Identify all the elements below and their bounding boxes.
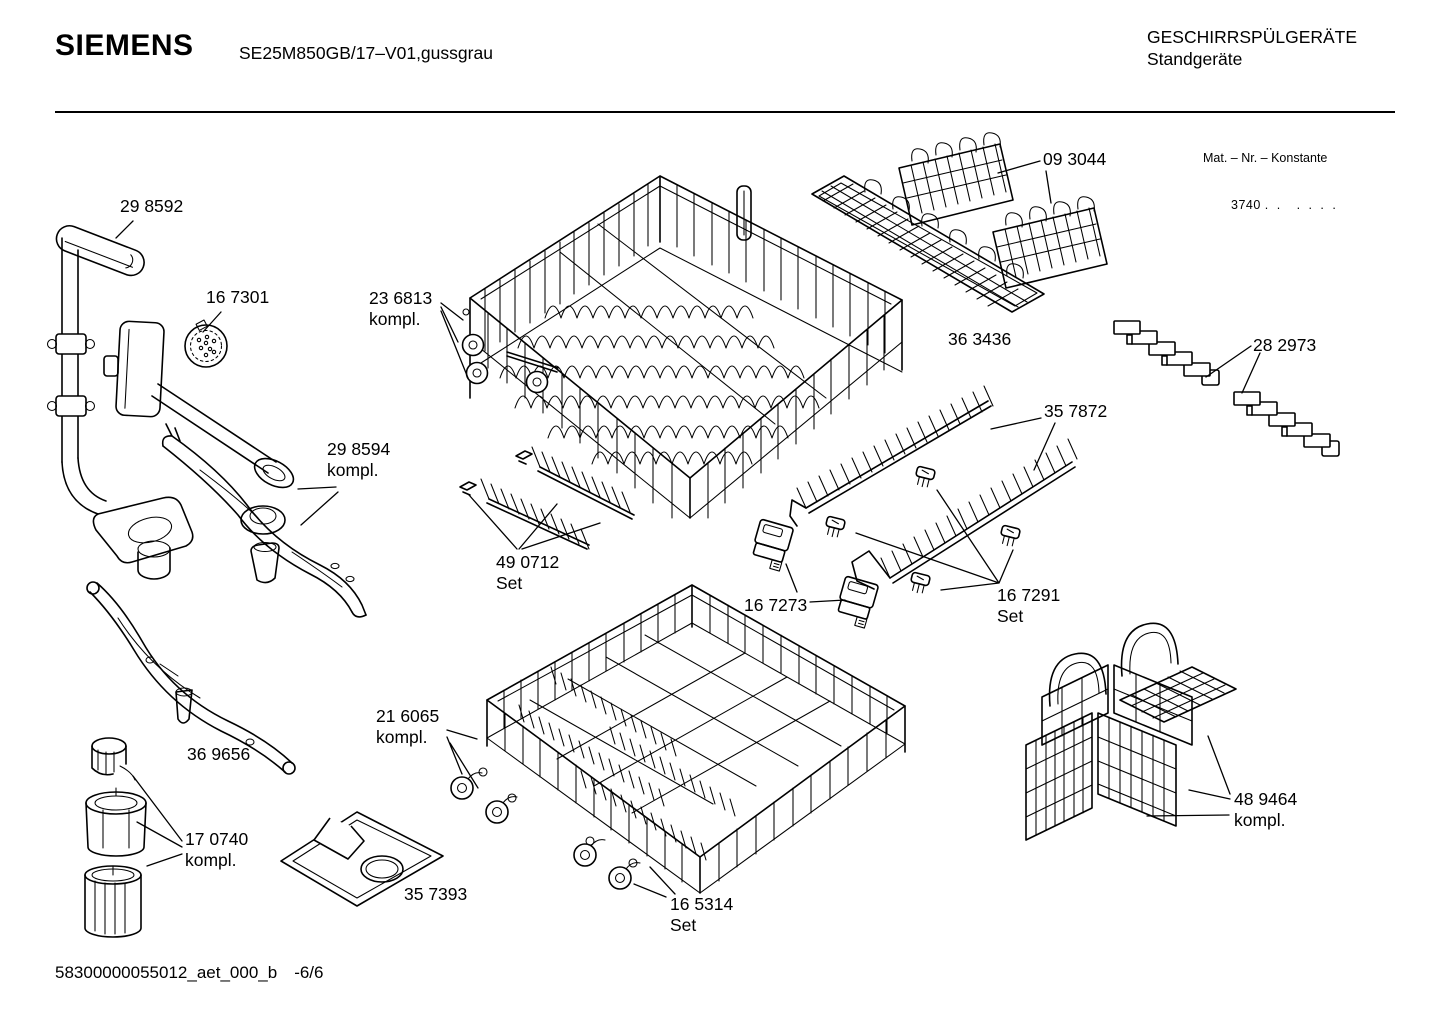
part-number: 29 8592 [120,196,184,216]
part-number: 36 3436 [948,329,1012,349]
coarse-filter-drawing [184,319,228,368]
stair-strips-drawing [1113,320,1340,457]
part-number: 29 8594 [327,439,391,459]
filter-plate-drawing [280,811,444,907]
mat-nr-value: 3740 . . . . . . [1231,198,1337,213]
part-label-49-0712: 49 0712 Set [496,552,559,594]
header-right: GESCHIRRSPÜLGERÄTE Standgeräte [1147,27,1357,71]
part-suffix: Set [670,915,697,935]
part-number: 21 6065 [376,706,440,726]
cutlery-basket-drawing [1025,622,1237,841]
part-label-16-7273: 16 7273 [744,595,807,616]
lower-basket-drawing [450,584,906,894]
upper-spray-arm-drawing [161,423,367,618]
part-label-29-8594: 29 8594 kompl. [327,439,390,481]
inlet-pipe-drawing [46,224,194,580]
part-label-16-7301: 16 7301 [206,287,269,308]
spike-rows-drawing [789,385,1078,590]
part-label-16-5314: 16 5314 Set [670,894,733,936]
part-number: 35 7872 [1044,401,1108,421]
part-label-35-7872: 35 7872 [1044,401,1107,422]
part-number: 36 9656 [187,744,251,764]
part-number: 09 3044 [1043,149,1107,169]
upper-basket-drawing [461,175,903,519]
part-suffix: kompl. [185,850,237,870]
sheet-number: -6/6 [294,963,324,982]
part-label-35-7393: 35 7393 [404,884,467,905]
part-number: 28 2973 [1253,335,1317,355]
footer: 58300000055012_aet_000_b -6/6 [55,963,323,983]
part-suffix: kompl. [376,727,428,747]
part-suffix: kompl. [327,460,379,480]
part-label-17-0740: 17 0740 kompl. [185,829,248,871]
leader-lines [115,160,1261,898]
part-label-29-8592: 29 8592 [120,196,183,217]
part-suffix: Set [496,573,523,593]
filter-set-drawing [84,737,147,938]
part-number: 23 6813 [369,288,433,308]
part-number: 35 7393 [404,884,468,904]
category-title: GESCHIRRSPÜLGERÄTE [1147,27,1358,47]
lower-spray-arm-drawing [86,581,296,775]
pump-head-drawing [103,320,295,489]
part-label-36-9656: 36 9656 [187,744,250,765]
part-number: 16 7301 [206,287,270,307]
part-number: 48 9464 [1234,789,1298,809]
part-label-23-6813: 23 6813 kompl. [369,288,432,330]
part-number: 16 7291 [997,585,1061,605]
rail-clips-drawing [752,518,879,629]
cutlery-tray-drawing [811,175,1045,313]
part-label-48-9464: 48 9464 kompl. [1234,789,1297,831]
part-number: 49 0712 [496,552,560,572]
part-label-28-2973: 28 2973 [1253,335,1316,356]
small-flaps-drawing [898,132,1108,289]
header-divider [55,111,1395,114]
part-number: 17 0740 [185,829,249,849]
part-number: 16 5314 [670,894,734,914]
part-suffix: Set [997,606,1024,626]
part-label-16-7291: 16 7291 Set [997,585,1060,627]
mat-nr-block: Mat. – Nr. – Konstante 3740 . . . . . . [1203,120,1336,245]
subcategory-title: Standgeräte [1147,48,1243,69]
part-suffix: kompl. [1234,810,1286,830]
spike-set-drawing [459,446,635,550]
small-clips-drawing [825,465,1021,594]
part-suffix: kompl. [369,309,421,329]
part-label-09-3044: 09 3044 [1043,149,1106,170]
model-title: SE25M850GB/17–V01,gussgrau [239,43,493,63]
part-label-21-6065: 21 6065 kompl. [376,706,439,748]
mat-nr-label: Mat. – Nr. – Konstante [1203,151,1328,166]
part-number: 16 7273 [744,595,808,615]
document-id: 58300000055012_aet_000_b [55,963,278,982]
part-label-36-3436: 36 3436 [948,329,1011,350]
siemens-logo: SIEMENS [55,29,194,62]
